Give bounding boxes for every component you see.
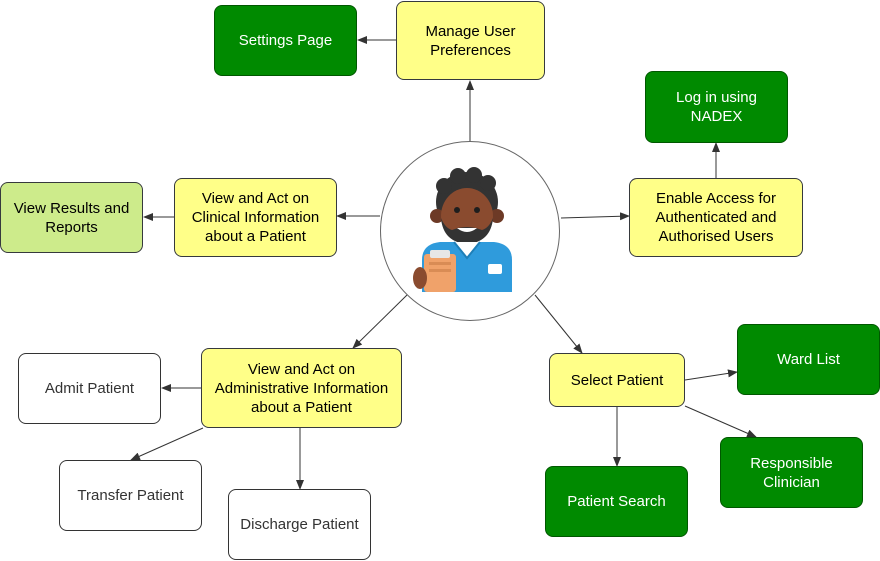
manage-user-preferences-node: Manage User Preferences <box>396 1 545 80</box>
ward-list-label: Ward List <box>777 351 840 368</box>
enable-access-label: Enable Access for Authenticated and Auth… <box>655 190 777 245</box>
discharge-patient-node: Discharge Patient <box>228 489 371 560</box>
log-in-nadex-label: Log in using NADEX <box>676 89 757 125</box>
select-patient-label: Select Patient <box>570 371 664 389</box>
manage-user-preferences-label: Manage User Preferences <box>425 22 516 59</box>
admit-patient-node: Admit Patient <box>18 353 161 424</box>
ward-list-node: Ward List <box>737 324 880 395</box>
view-clinical-label: View and Act on Clinical Information abo… <box>191 190 320 245</box>
patient-search-node: Patient Search <box>545 466 688 537</box>
settings-page-node: Settings Page <box>214 5 357 76</box>
view-clinical-node: View and Act on Clinical Information abo… <box>174 178 337 257</box>
log-in-nadex-node: Log in using NADEX <box>645 71 788 143</box>
settings-page-label: Settings Page <box>238 32 333 49</box>
view-administrative-label: View and Act on Administrative Informati… <box>214 360 389 416</box>
edge-center-to-enable-access <box>560 212 630 221</box>
admit-patient-label: Admit Patient <box>44 380 135 397</box>
discharge-patient-label: Discharge Patient <box>240 516 359 533</box>
select-patient-node: Select Patient <box>549 353 685 407</box>
edge-center-to-view-administrative <box>352 294 408 349</box>
edge-center-to-select-patient <box>534 294 583 354</box>
clinician-with-clipboard-icon <box>413 167 512 292</box>
edge-select-patient-to-ward-list <box>684 369 738 381</box>
enable-access-node: Enable Access for Authenticated and Auth… <box>629 178 803 257</box>
view-results-label: View Results and Reports <box>13 199 130 236</box>
transfer-patient-label: Transfer Patient <box>77 487 184 504</box>
view-administrative-node: View and Act on Administrative Informati… <box>201 348 402 428</box>
responsible-clinician-label: Responsible Clinician <box>750 454 833 491</box>
transfer-patient-node: Transfer Patient <box>59 460 202 531</box>
patient-search-label: Patient Search <box>567 493 666 510</box>
edge-select-patient-to-responsible-clinician <box>684 405 757 438</box>
edge-view-administrative-to-transfer <box>130 427 204 461</box>
view-results-node: View Results and Reports <box>0 182 143 253</box>
responsible-clinician-node: Responsible Clinician <box>720 437 863 508</box>
